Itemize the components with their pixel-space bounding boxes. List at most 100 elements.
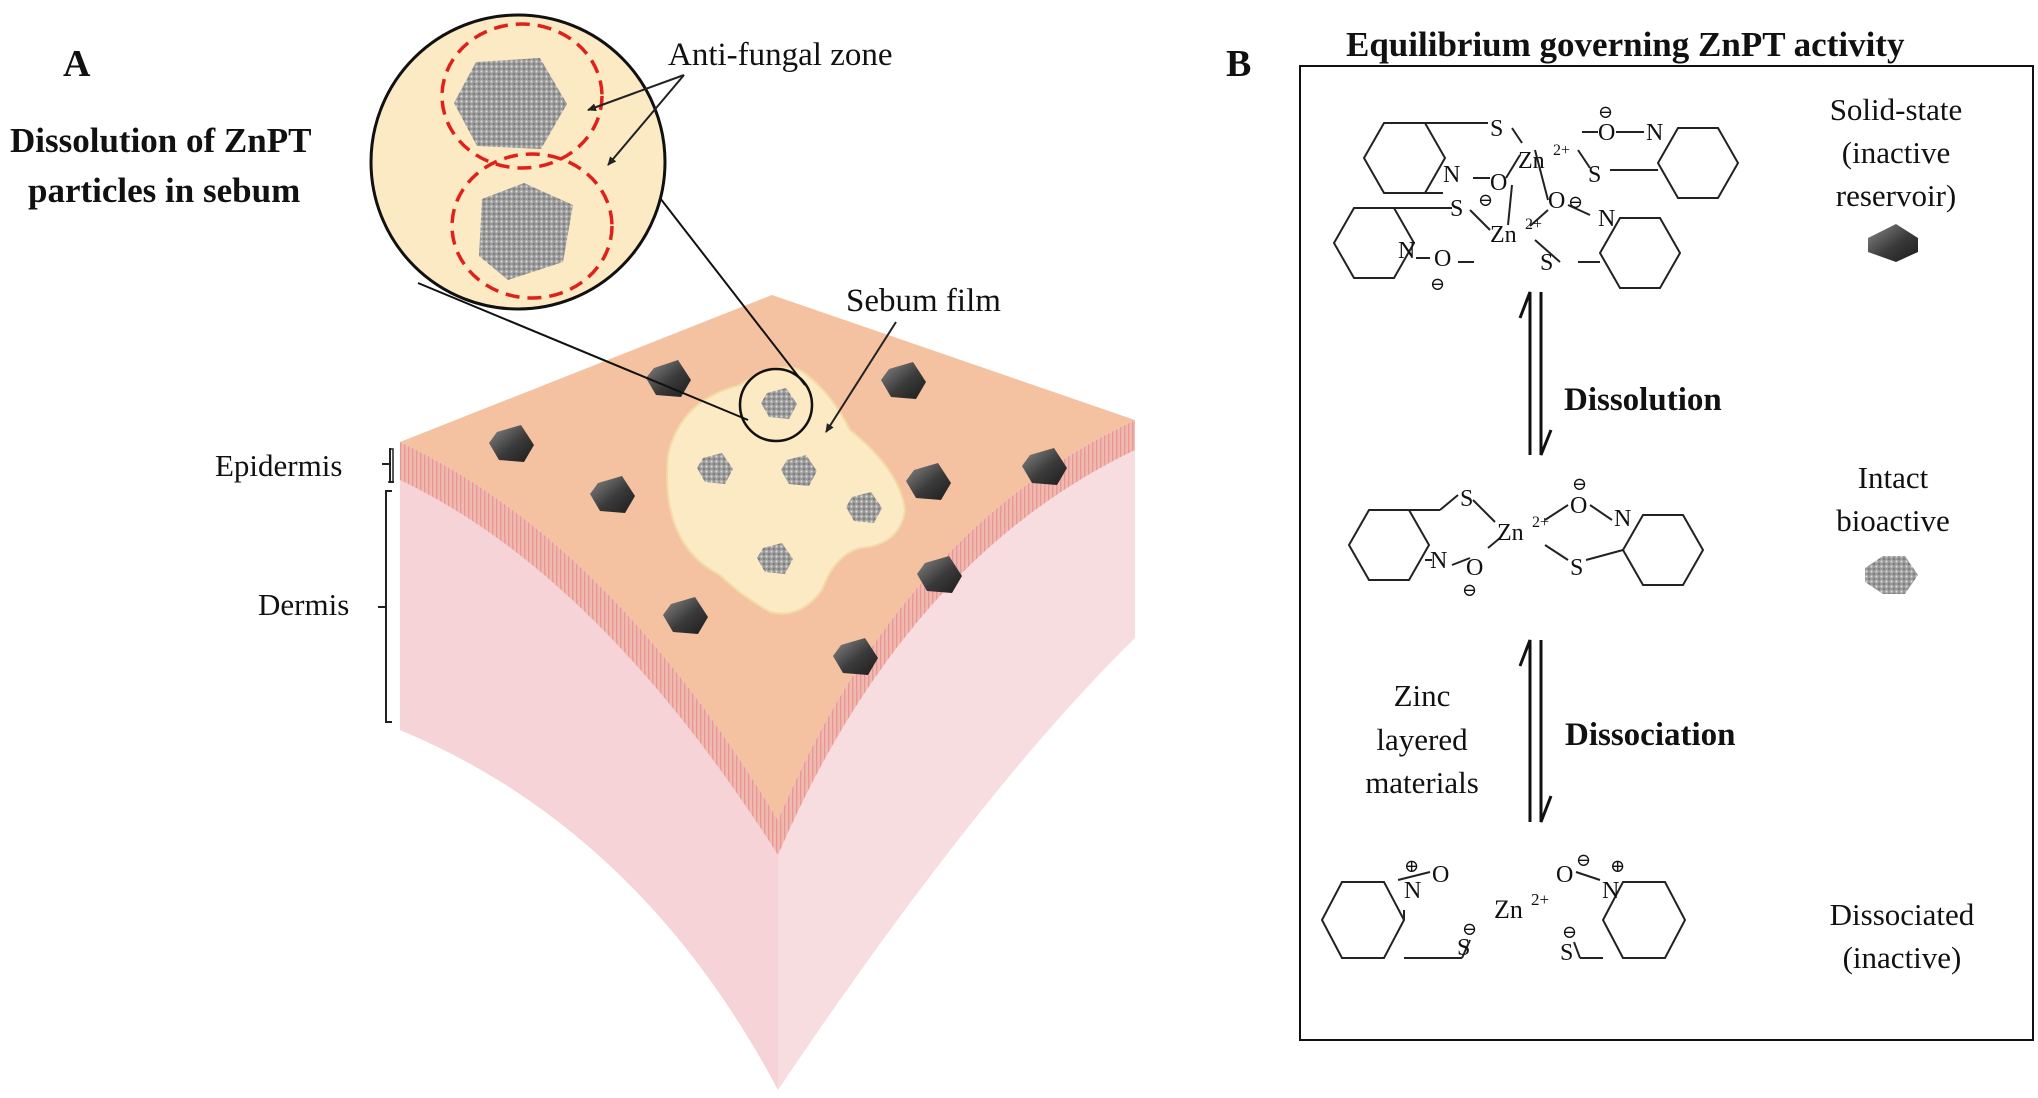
- svg-text:⊕: ⊕: [1610, 856, 1625, 876]
- znpt-monomer-structure: [1347, 494, 1705, 586]
- dissociation-label: Dissociation: [1565, 717, 1736, 753]
- svg-text:⊖: ⊖: [1462, 919, 1477, 939]
- pyridine-ring: [1320, 881, 1406, 959]
- panel-b: B Equilibrium governing ZnPT activity: [1226, 25, 2034, 1041]
- antifungal-zone-ring: [450, 152, 614, 300]
- svg-text:S: S: [1450, 196, 1463, 222]
- pyridine-ring: [1601, 881, 1687, 959]
- svg-text:2+: 2+: [1532, 514, 1549, 531]
- epidermis-left-band: [400, 442, 778, 855]
- dissociation-arrow-down: [1539, 640, 1553, 823]
- epidermis-bracket: [382, 448, 394, 483]
- znpt-dimer-structure: [1332, 122, 1740, 289]
- panel-b-title: Equilibrium governing ZnPT activity: [1346, 25, 1905, 64]
- svg-text:⊖: ⊖: [1572, 474, 1587, 494]
- svg-text:O: O: [1548, 188, 1565, 214]
- svg-text:Zn: Zn: [1518, 148, 1545, 174]
- dissolving-particles: [697, 388, 882, 574]
- svg-text:⊖: ⊖: [1568, 192, 1583, 212]
- svg-text:⊖: ⊖: [1430, 274, 1445, 294]
- inset-circle: [369, 13, 667, 311]
- panel-a-letter: A: [63, 43, 91, 85]
- state1-line2: (inactive: [1842, 135, 1950, 170]
- svg-text:O: O: [1570, 493, 1587, 519]
- svg-text:⊖: ⊖: [1562, 922, 1577, 942]
- svg-text:S: S: [1490, 116, 1503, 142]
- dark-particle: [917, 556, 962, 593]
- dermis-left-face: [400, 452, 778, 1090]
- sebum-arrow: [825, 321, 897, 433]
- svg-text:O: O: [1556, 862, 1573, 888]
- svg-text:S: S: [1460, 486, 1473, 512]
- svg-text:2+: 2+: [1531, 890, 1549, 909]
- dark-particle: [906, 463, 951, 500]
- antifungal-zone-label: Anti-fungal zone: [668, 37, 893, 73]
- svg-text:O: O: [1466, 555, 1483, 581]
- dark-particle: [646, 360, 691, 397]
- svg-text:2+: 2+: [1525, 216, 1542, 233]
- dark-particle: [489, 425, 534, 462]
- skin-block: [400, 295, 1135, 1090]
- epidermis-right-band: [778, 420, 1135, 855]
- svg-text:S: S: [1560, 940, 1573, 966]
- svg-text:O: O: [1434, 246, 1451, 272]
- dissolution-arrow-up: [1518, 291, 1532, 455]
- zinc-label-line1: Zinc: [1394, 678, 1451, 713]
- equilibrium-box: [1299, 65, 2034, 1041]
- svg-text:Zn: Zn: [1494, 895, 1523, 924]
- dotted-particle: [846, 492, 882, 523]
- dissolution-arrows: [1518, 291, 1553, 456]
- svg-text:2+: 2+: [1553, 142, 1570, 159]
- svg-text:N: N: [1646, 120, 1663, 146]
- dark-particle: [663, 597, 708, 634]
- inset-particle: [454, 58, 567, 149]
- znpt-monomer-labels: S Zn 2+ O ⊖ N N O ⊖ S: [1430, 474, 1631, 600]
- svg-text:⊕: ⊕: [1404, 856, 1419, 876]
- dark-particles: [489, 360, 1067, 675]
- pyridine-ring: [1621, 514, 1705, 586]
- magnified-inset: [369, 13, 667, 311]
- dotted-particle: [697, 453, 733, 484]
- dark-particle: [833, 638, 878, 675]
- svg-text:N: N: [1598, 206, 1615, 232]
- svg-text:N: N: [1614, 506, 1631, 532]
- dermis-bracket: [378, 490, 392, 723]
- dissolution-arrow-down: [1539, 292, 1553, 456]
- antifungal-zone-ring: [440, 22, 604, 170]
- panel-a-title-line2: particles in sebum: [28, 171, 300, 210]
- dark-particle: [1022, 448, 1067, 485]
- state1-line3: reservoir): [1836, 178, 1957, 213]
- state3-line1: Dissociated: [1830, 897, 1975, 932]
- zoom-source-circle: [738, 367, 814, 443]
- dotted-particle: [761, 388, 797, 419]
- svg-text:O: O: [1490, 170, 1507, 196]
- solid-state-particle-icon: [1868, 224, 1918, 262]
- svg-text:S: S: [1570, 555, 1583, 581]
- panel-a: A Dissolution of ZnPT particles in sebum: [10, 13, 1135, 1090]
- antifungal-arrow: [587, 74, 685, 112]
- state1-line1: Solid-state: [1830, 92, 1963, 127]
- dissociation-arrows: [1518, 639, 1553, 823]
- svg-text:S: S: [1457, 935, 1470, 961]
- state2-line1: Intact: [1858, 460, 1929, 495]
- svg-text:N: N: [1443, 162, 1460, 188]
- svg-text:⊖: ⊖: [1576, 850, 1591, 870]
- dotted-particle: [757, 543, 793, 574]
- svg-text:N: N: [1602, 878, 1619, 904]
- svg-text:⊖: ⊖: [1462, 580, 1477, 600]
- svg-text:⊖: ⊖: [1478, 190, 1493, 210]
- svg-text:N: N: [1398, 238, 1415, 264]
- dermis-right-face: [778, 432, 1135, 1090]
- panel-a-title-line1: Dissolution of ZnPT: [10, 121, 311, 160]
- svg-text:Zn: Zn: [1490, 222, 1517, 248]
- panel-b-letter: B: [1226, 43, 1251, 85]
- state2-line2: bioactive: [1836, 503, 1950, 538]
- dotted-particle: [781, 455, 817, 486]
- bioactive-particle-icon: [1865, 556, 1918, 594]
- zinc-label-line3: materials: [1365, 765, 1479, 800]
- svg-text:S: S: [1588, 162, 1601, 188]
- pyridine-ring: [1598, 217, 1682, 289]
- dark-particle: [881, 362, 926, 399]
- dissolution-label: Dissolution: [1564, 382, 1722, 418]
